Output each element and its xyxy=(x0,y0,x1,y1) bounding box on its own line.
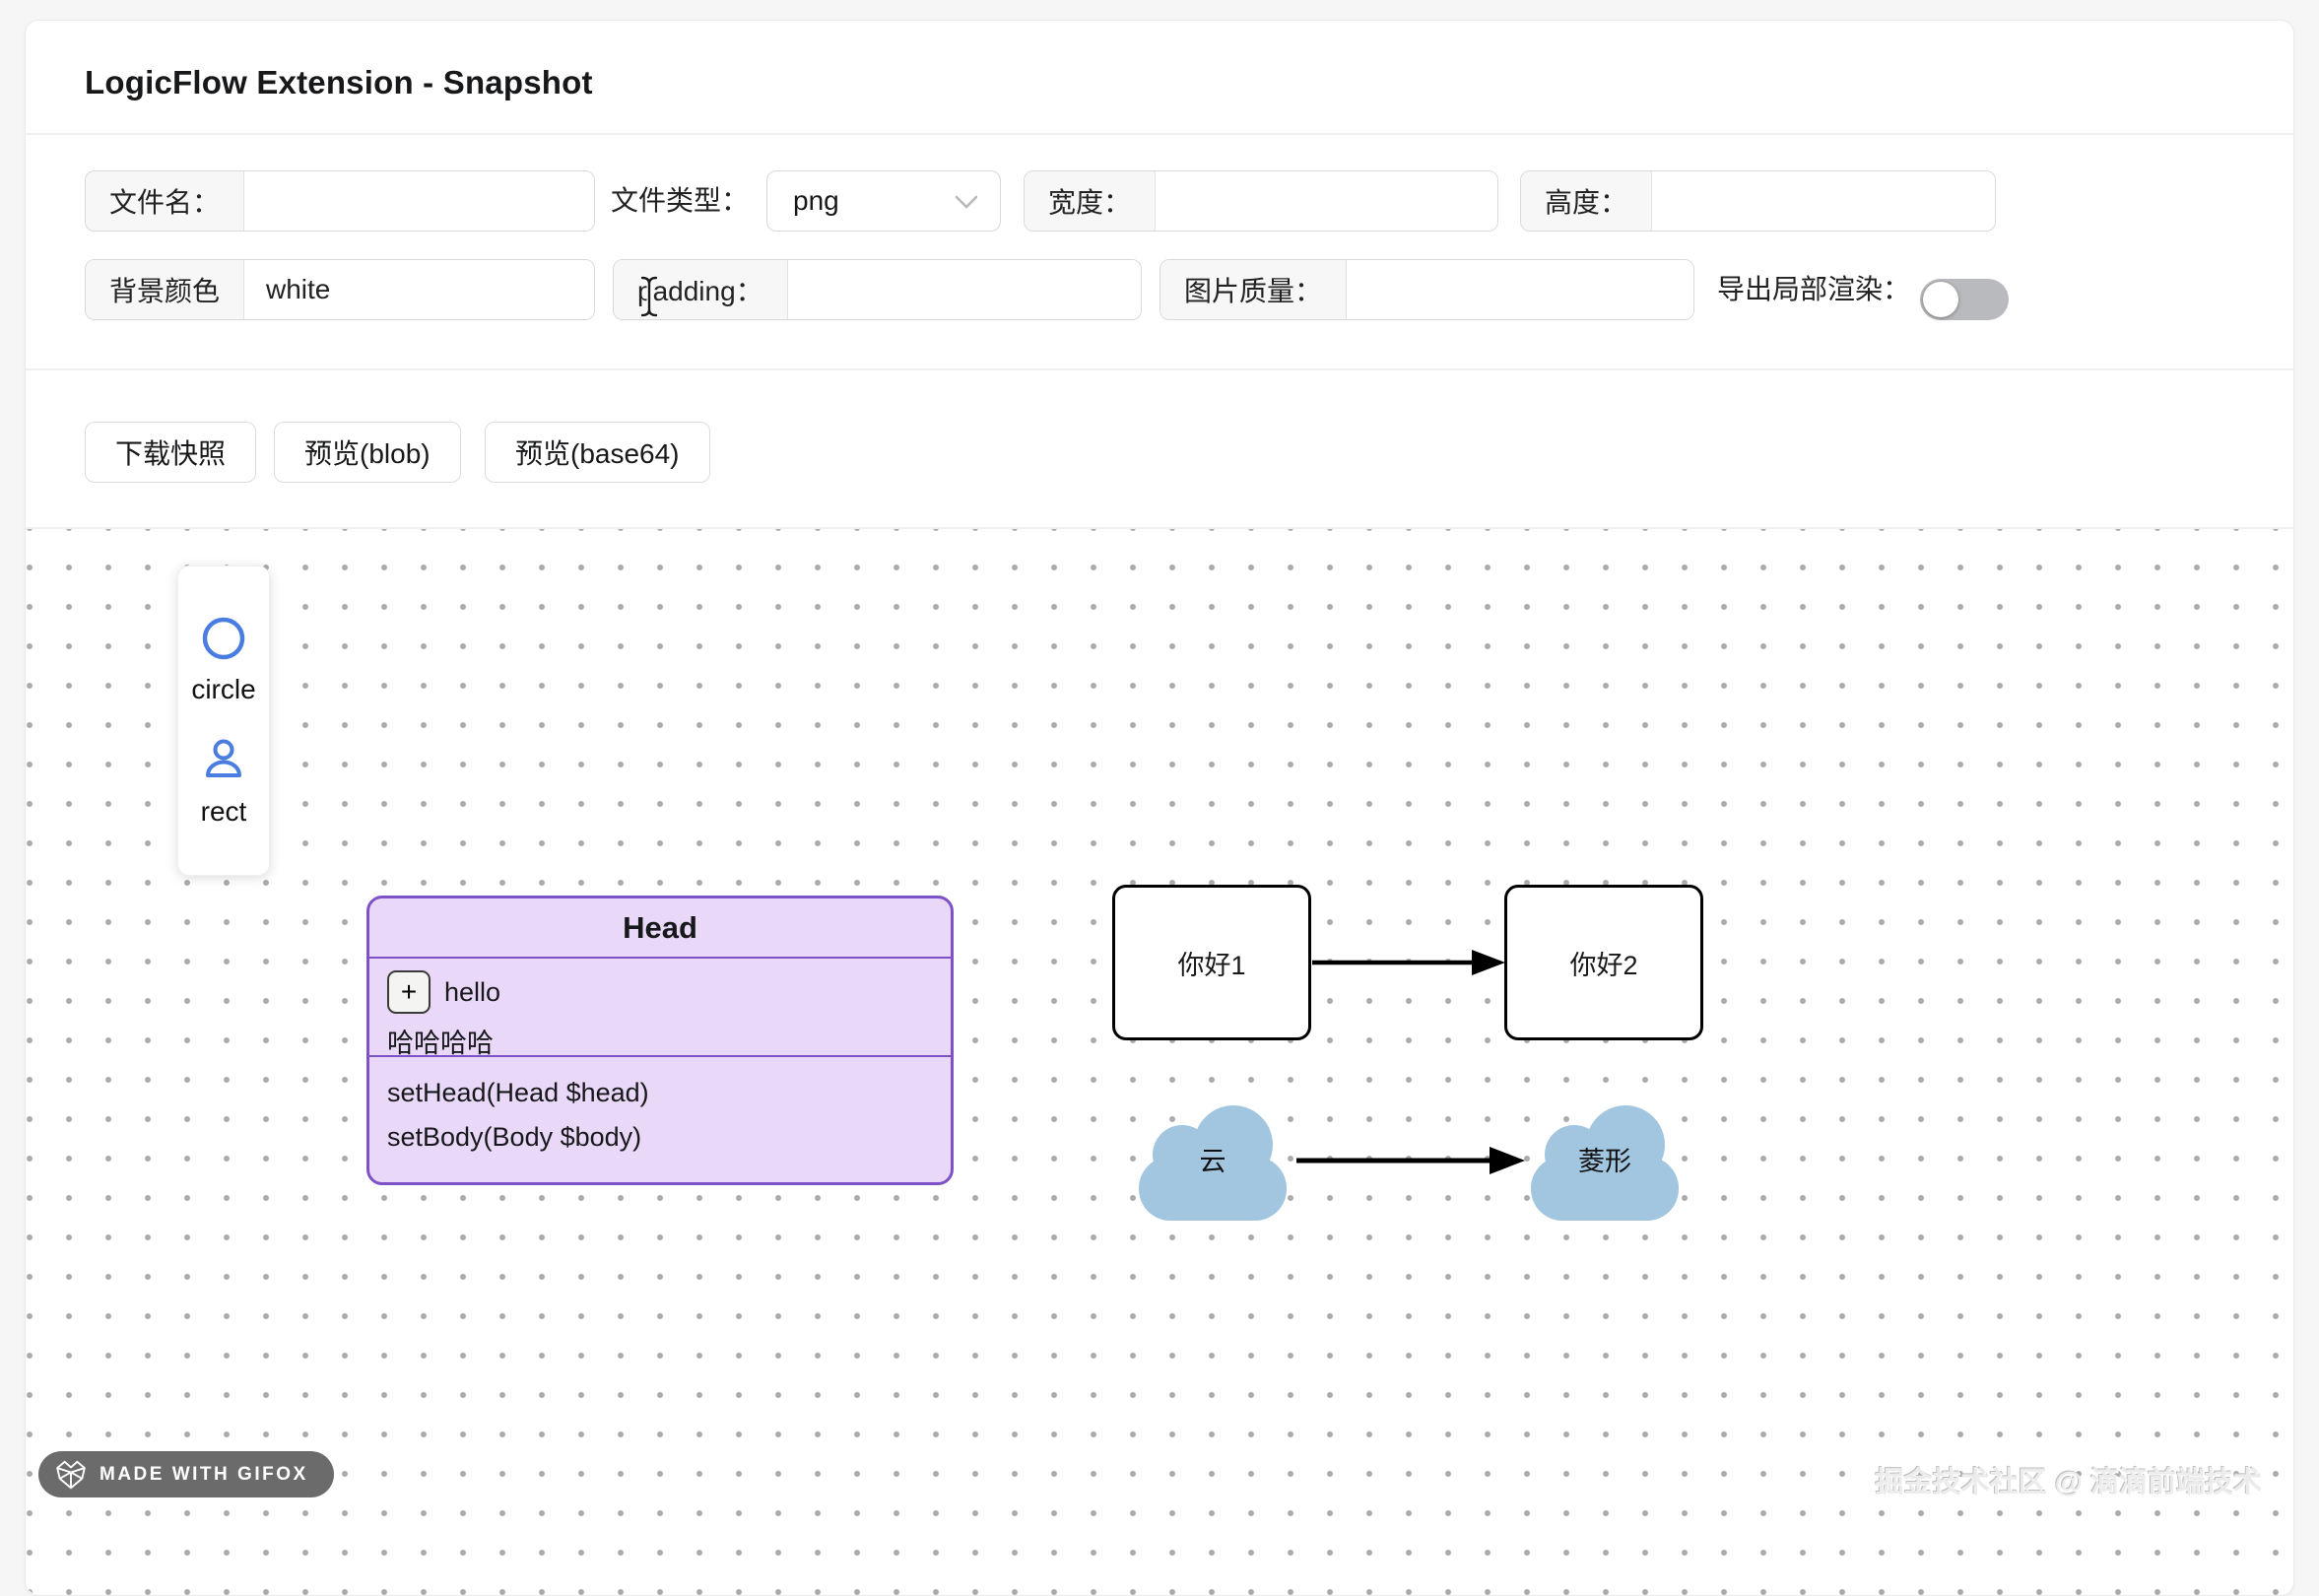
user-icon xyxy=(206,739,241,777)
chevron-down-icon xyxy=(955,195,978,209)
preview-base64-button[interactable]: 预览(base64) xyxy=(485,422,710,483)
cloud-shape xyxy=(1139,1105,1287,1221)
page-title: LogicFlow Extension - Snapshot xyxy=(85,64,593,100)
cloud-shape xyxy=(1531,1105,1679,1221)
rect-node-label: 你好1 xyxy=(1177,950,1246,980)
quality-label: 图片质量： xyxy=(1160,260,1348,319)
method-line: setBody(Body $body) xyxy=(387,1122,642,1152)
head-node-title: Head xyxy=(369,898,951,959)
property-text-2: 哈哈哈哈 xyxy=(387,1029,494,1058)
palette-item-circle[interactable]: circle xyxy=(191,615,256,705)
edge-arrow-cloud xyxy=(1296,1147,1525,1174)
watermark-text: 掘金技术社区 @ 滴滴前端技术 xyxy=(1875,1467,2262,1498)
download-snapshot-button[interactable]: 下载快照 xyxy=(85,422,257,483)
actions-divider xyxy=(26,527,2293,529)
palette-item-label: circle xyxy=(191,673,256,704)
form-divider xyxy=(26,368,2293,370)
palette-item-label: rect xyxy=(200,795,247,827)
file-type-value: png xyxy=(793,185,839,216)
bg-color-group: 背景颜色 xyxy=(85,259,595,320)
file-name-input[interactable] xyxy=(244,171,594,231)
property-text: hello xyxy=(444,976,501,1007)
add-property-button[interactable]: + xyxy=(387,970,431,1014)
width-group: 宽度： xyxy=(1024,170,1498,232)
padding-input[interactable] xyxy=(787,260,1141,319)
partial-render-toggle[interactable] xyxy=(1920,279,2009,320)
snapshot-panel: LogicFlow Extension - Snapshot 文件名： 文件类型… xyxy=(25,20,2294,1596)
fox-icon xyxy=(56,1460,86,1489)
height-group: 高度： xyxy=(1520,170,1996,232)
partial-render-label: 导出局部渲染： xyxy=(1717,274,1911,304)
padding-label: padding： xyxy=(614,260,788,319)
text-cursor-icon xyxy=(639,275,659,318)
head-uml-node[interactable]: Head + hello 哈哈哈哈 setHead(Head $head) se… xyxy=(366,896,954,1185)
width-label: 宽度： xyxy=(1025,171,1157,231)
cloud-node-1[interactable]: 云 xyxy=(1133,1100,1292,1224)
file-name-group: 文件名： xyxy=(85,170,595,232)
file-type-select[interactable]: png xyxy=(766,170,1001,232)
shape-palette: circle rect xyxy=(177,565,270,876)
rect-node-2[interactable]: 你好2 xyxy=(1504,885,1703,1040)
method-line: setHead(Head $head) xyxy=(387,1078,649,1107)
logicflow-canvas[interactable]: circle rect Head + hello 哈哈哈哈 setH xyxy=(26,529,2293,1595)
rect-node-1[interactable]: 你好1 xyxy=(1112,885,1311,1040)
file-name-label: 文件名： xyxy=(86,171,245,231)
gifox-label: MADE WITH GIFOX xyxy=(99,1463,308,1485)
padding-group: padding： xyxy=(613,259,1142,320)
preview-blob-button[interactable]: 预览(blob) xyxy=(274,422,461,483)
height-label: 高度： xyxy=(1521,171,1653,231)
rect-node-label: 你好2 xyxy=(1569,950,1638,980)
file-type-label: 文件类型： xyxy=(611,185,750,216)
width-input[interactable] xyxy=(1156,171,1497,231)
quality-input[interactable] xyxy=(1347,260,1693,319)
head-node-properties: + hello 哈哈哈哈 xyxy=(369,959,951,1058)
cloud-node-2[interactable]: 菱形 xyxy=(1525,1100,1685,1224)
height-input[interactable] xyxy=(1652,171,1995,231)
cloud-node-label: 菱形 xyxy=(1578,1147,1631,1176)
circle-icon xyxy=(202,617,245,659)
edge-arrow-rect xyxy=(1312,950,1505,975)
bg-color-input[interactable] xyxy=(244,260,594,319)
bg-color-label: 背景颜色 xyxy=(86,260,245,319)
palette-item-rect[interactable]: rect xyxy=(200,737,247,828)
head-node-methods: setHead(Head $head) setBody(Body $body) xyxy=(369,1057,951,1173)
cloud-node-label: 云 xyxy=(1199,1147,1226,1176)
quality-group: 图片质量： xyxy=(1160,259,1694,320)
toggle-knob xyxy=(1923,282,1958,317)
header-divider xyxy=(26,133,2293,135)
gifox-badge: MADE WITH GIFOX xyxy=(38,1451,334,1497)
